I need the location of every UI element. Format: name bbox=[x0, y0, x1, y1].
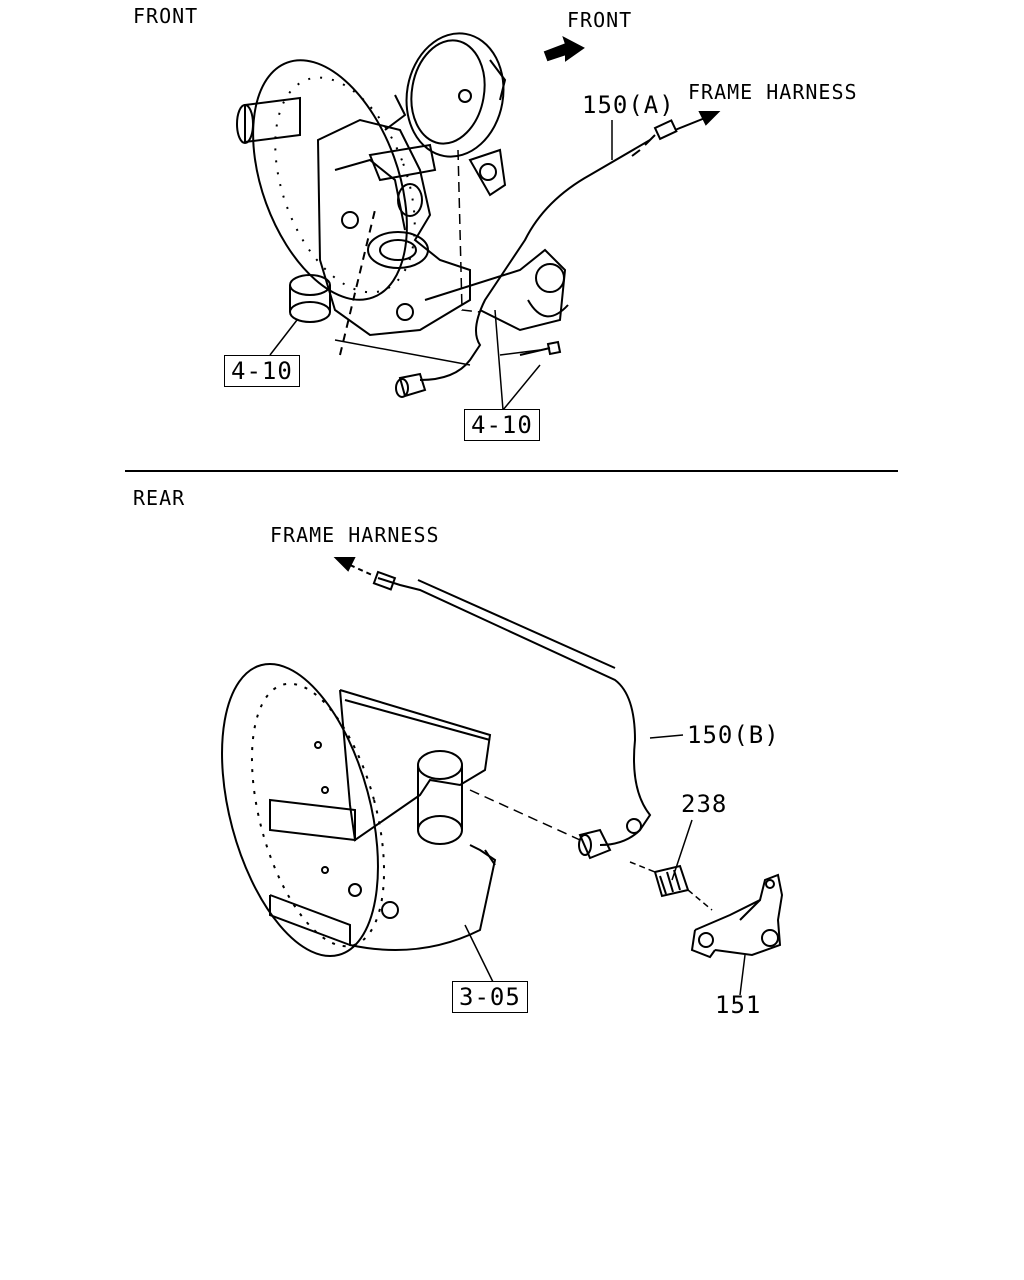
rear-sensor-cable bbox=[372, 570, 652, 860]
front-section-label: FRONT bbox=[133, 4, 199, 28]
part-238-label: 238 bbox=[681, 790, 728, 818]
ref-box-3-05: 3-05 bbox=[452, 981, 528, 1013]
part-150b-label: 150(B) bbox=[687, 721, 780, 749]
part-151-label: 151 bbox=[715, 991, 762, 1019]
front-direction-label: FRONT bbox=[567, 8, 633, 32]
rear-brake-drum bbox=[221, 662, 497, 958]
front-harness-arrow bbox=[674, 111, 721, 131]
sensor-sleeve bbox=[629, 861, 713, 911]
front-sensor-cable bbox=[339, 119, 678, 398]
rear-section-label: REAR bbox=[133, 486, 186, 510]
front-knuckle-assembly bbox=[236, 32, 569, 337]
part-150a-label: 150(A) bbox=[582, 91, 675, 119]
front-frame-harness-label: FRAME HARNESS bbox=[688, 80, 858, 104]
rear-frame-harness-label: FRAME HARNESS bbox=[270, 523, 440, 547]
ref-box-4-10-a: 4-10 bbox=[224, 355, 300, 387]
rear-harness-arrow bbox=[333, 557, 373, 576]
sensor-bracket bbox=[690, 873, 784, 959]
ref-box-4-10-b: 4-10 bbox=[464, 409, 540, 441]
front-direction-arrow bbox=[543, 35, 585, 62]
